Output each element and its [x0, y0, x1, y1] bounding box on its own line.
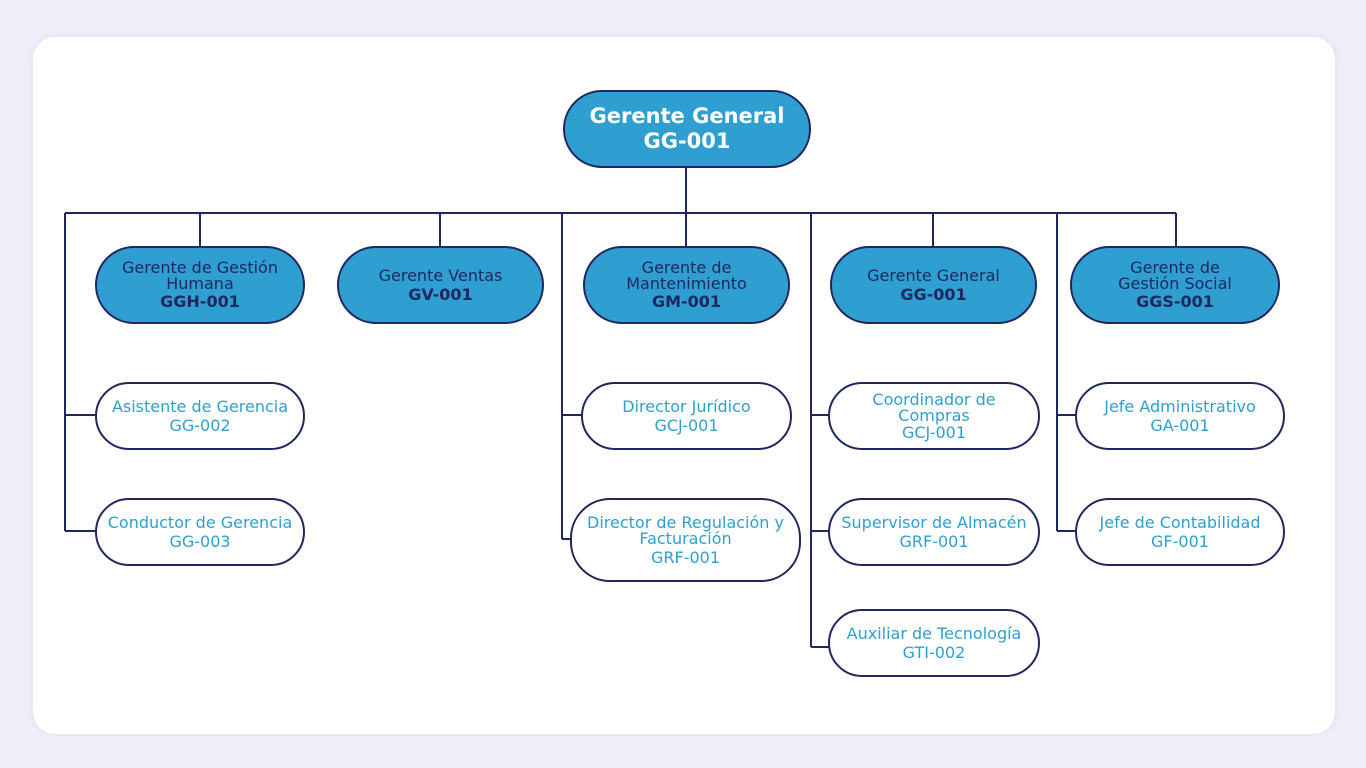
node-code: GRF-001 [899, 531, 969, 551]
node-coordinador-compras: Coordinador de Compras GCJ-001 [828, 382, 1040, 450]
node-gerente-gestion-humana: Gerente de Gestión Humana GGH-001 [95, 246, 305, 324]
node-asistente-gerencia: Asistente de Gerencia GG-002 [95, 382, 305, 450]
node-code: GGS-001 [1136, 292, 1214, 311]
node-gerente-gestion-social: Gerente de Gestión Social GGS-001 [1070, 246, 1280, 324]
node-title: Asistente de Gerencia [111, 396, 289, 416]
node-supervisor-almacen: Supervisor de Almacén GRF-001 [828, 498, 1040, 566]
node-jefe-contabilidad: Jefe de Contabilidad GF-001 [1075, 498, 1285, 566]
node-code: GG-003 [169, 531, 231, 551]
node-code: GRF-001 [650, 547, 721, 567]
node-conductor-gerencia: Conductor de Gerencia GG-003 [95, 498, 305, 566]
node-title: Jefe Administrativo [1104, 396, 1256, 416]
node-code: GA-001 [1150, 415, 1210, 435]
node-title: Director Jurídico [622, 396, 751, 416]
node-title: Gerente de Gestión Social [1118, 258, 1232, 293]
node-director-juridico: Director Jurídico GCJ-001 [581, 382, 792, 450]
node-code: GM-001 [651, 292, 722, 311]
node-auxiliar-tecnologia: Auxiliar de Tecnología GTI-002 [828, 609, 1040, 677]
node-title: Gerente de Mantenimiento [626, 258, 747, 293]
node-code: GTI-002 [902, 642, 966, 662]
node-jefe-administrativo: Jefe Administrativo GA-001 [1075, 382, 1285, 450]
node-title: Director de Regulación y Facturación [587, 512, 784, 548]
node-title: Conductor de Gerencia [107, 512, 293, 532]
node-code: GCJ-001 [654, 415, 719, 435]
node-title: Gerente Ventas [378, 265, 503, 285]
node-title: Gerente de Gestión Humana [122, 258, 278, 293]
node-gerente-mantenimiento: Gerente de Mantenimiento GM-001 [583, 246, 790, 324]
node-code: GG-002 [169, 415, 231, 435]
node-title: Gerente General [867, 265, 1000, 285]
node-director-regulacion: Director de Regulación y Facturación GRF… [570, 498, 801, 582]
node-code: GGH-001 [160, 292, 240, 311]
node-title: Coordinador de Compras [872, 389, 996, 425]
node-title: Auxiliar de Tecnología [846, 623, 1022, 643]
node-gerente-general: Gerente General GG-001 [830, 246, 1037, 324]
node-title: Gerente General [589, 104, 785, 128]
node-code: GCJ-001 [901, 422, 967, 442]
node-code: GF-001 [1151, 531, 1209, 551]
node-code: GG-001 [900, 284, 967, 304]
node-title: Jefe de Contabilidad [1099, 512, 1261, 532]
node-code: GG-001 [643, 129, 731, 153]
node-gerente-general-root: Gerente General GG-001 [563, 90, 811, 168]
node-title: Supervisor de Almacén [841, 512, 1027, 532]
node-gerente-ventas: Gerente Ventas GV-001 [337, 246, 544, 324]
node-code: GV-001 [408, 284, 473, 304]
